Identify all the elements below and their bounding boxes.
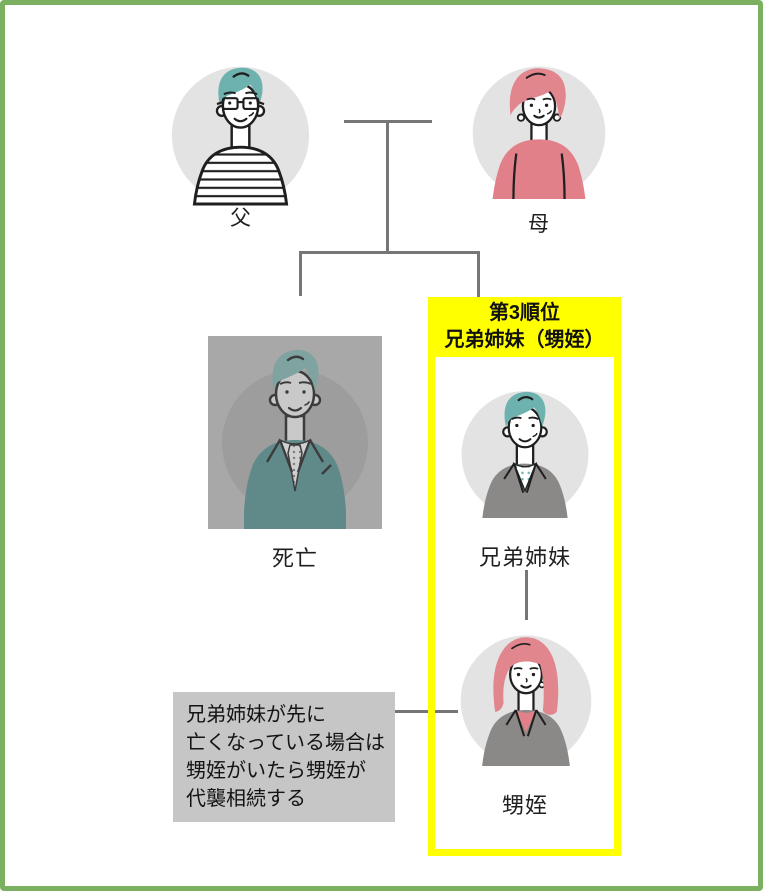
sibling-label: 兄弟姉妹 (478, 545, 571, 570)
sibling-drop-line (477, 251, 480, 297)
third-priority-header: 第3順位 兄弟姉妹（甥姪） (428, 297, 621, 357)
annotation-line-4: 代襲相続する (186, 788, 306, 810)
father-label: 父 (230, 207, 252, 230)
deceased-label: 死亡 (271, 546, 318, 571)
representation-annotation-box: 兄弟姉妹が先に 亡くなっている場合は 甥姪がいたら甥姪が 代襲相続する (173, 692, 395, 822)
father-avatar-icon (171, 66, 310, 206)
father-avatar (167, 57, 314, 206)
niece-label: 甥姪 (501, 793, 548, 818)
third-priority-title-line2: 兄弟姉妹（甥姪） (444, 329, 605, 351)
mother-avatar (468, 57, 610, 200)
third-priority-title-line1: 第3順位 (488, 302, 561, 324)
niece-avatar-icon (460, 635, 592, 766)
deceased-avatar-icon (208, 336, 382, 529)
children-bus-line (299, 251, 480, 254)
niece-avatar (456, 626, 596, 766)
deceased-avatar (208, 336, 382, 534)
annotation-line-1: 兄弟姉妹が先に (186, 704, 326, 726)
annotation-connector-line (395, 710, 458, 713)
third-priority-highlight-box: 第3順位 兄弟姉妹（甥姪） (428, 297, 621, 856)
sibling-avatar (457, 382, 593, 518)
marriage-drop-line (386, 120, 389, 254)
mother-label: 母 (528, 213, 550, 236)
mother-avatar-icon (472, 66, 606, 200)
sibling-niece-line (525, 570, 528, 620)
annotation-line-2: 亡くなっている場合は (186, 732, 385, 754)
annotation-line-3: 甥姪がいたら甥姪が (186, 760, 366, 782)
deceased-drop-line (299, 251, 302, 296)
sibling-avatar-icon (461, 391, 589, 518)
